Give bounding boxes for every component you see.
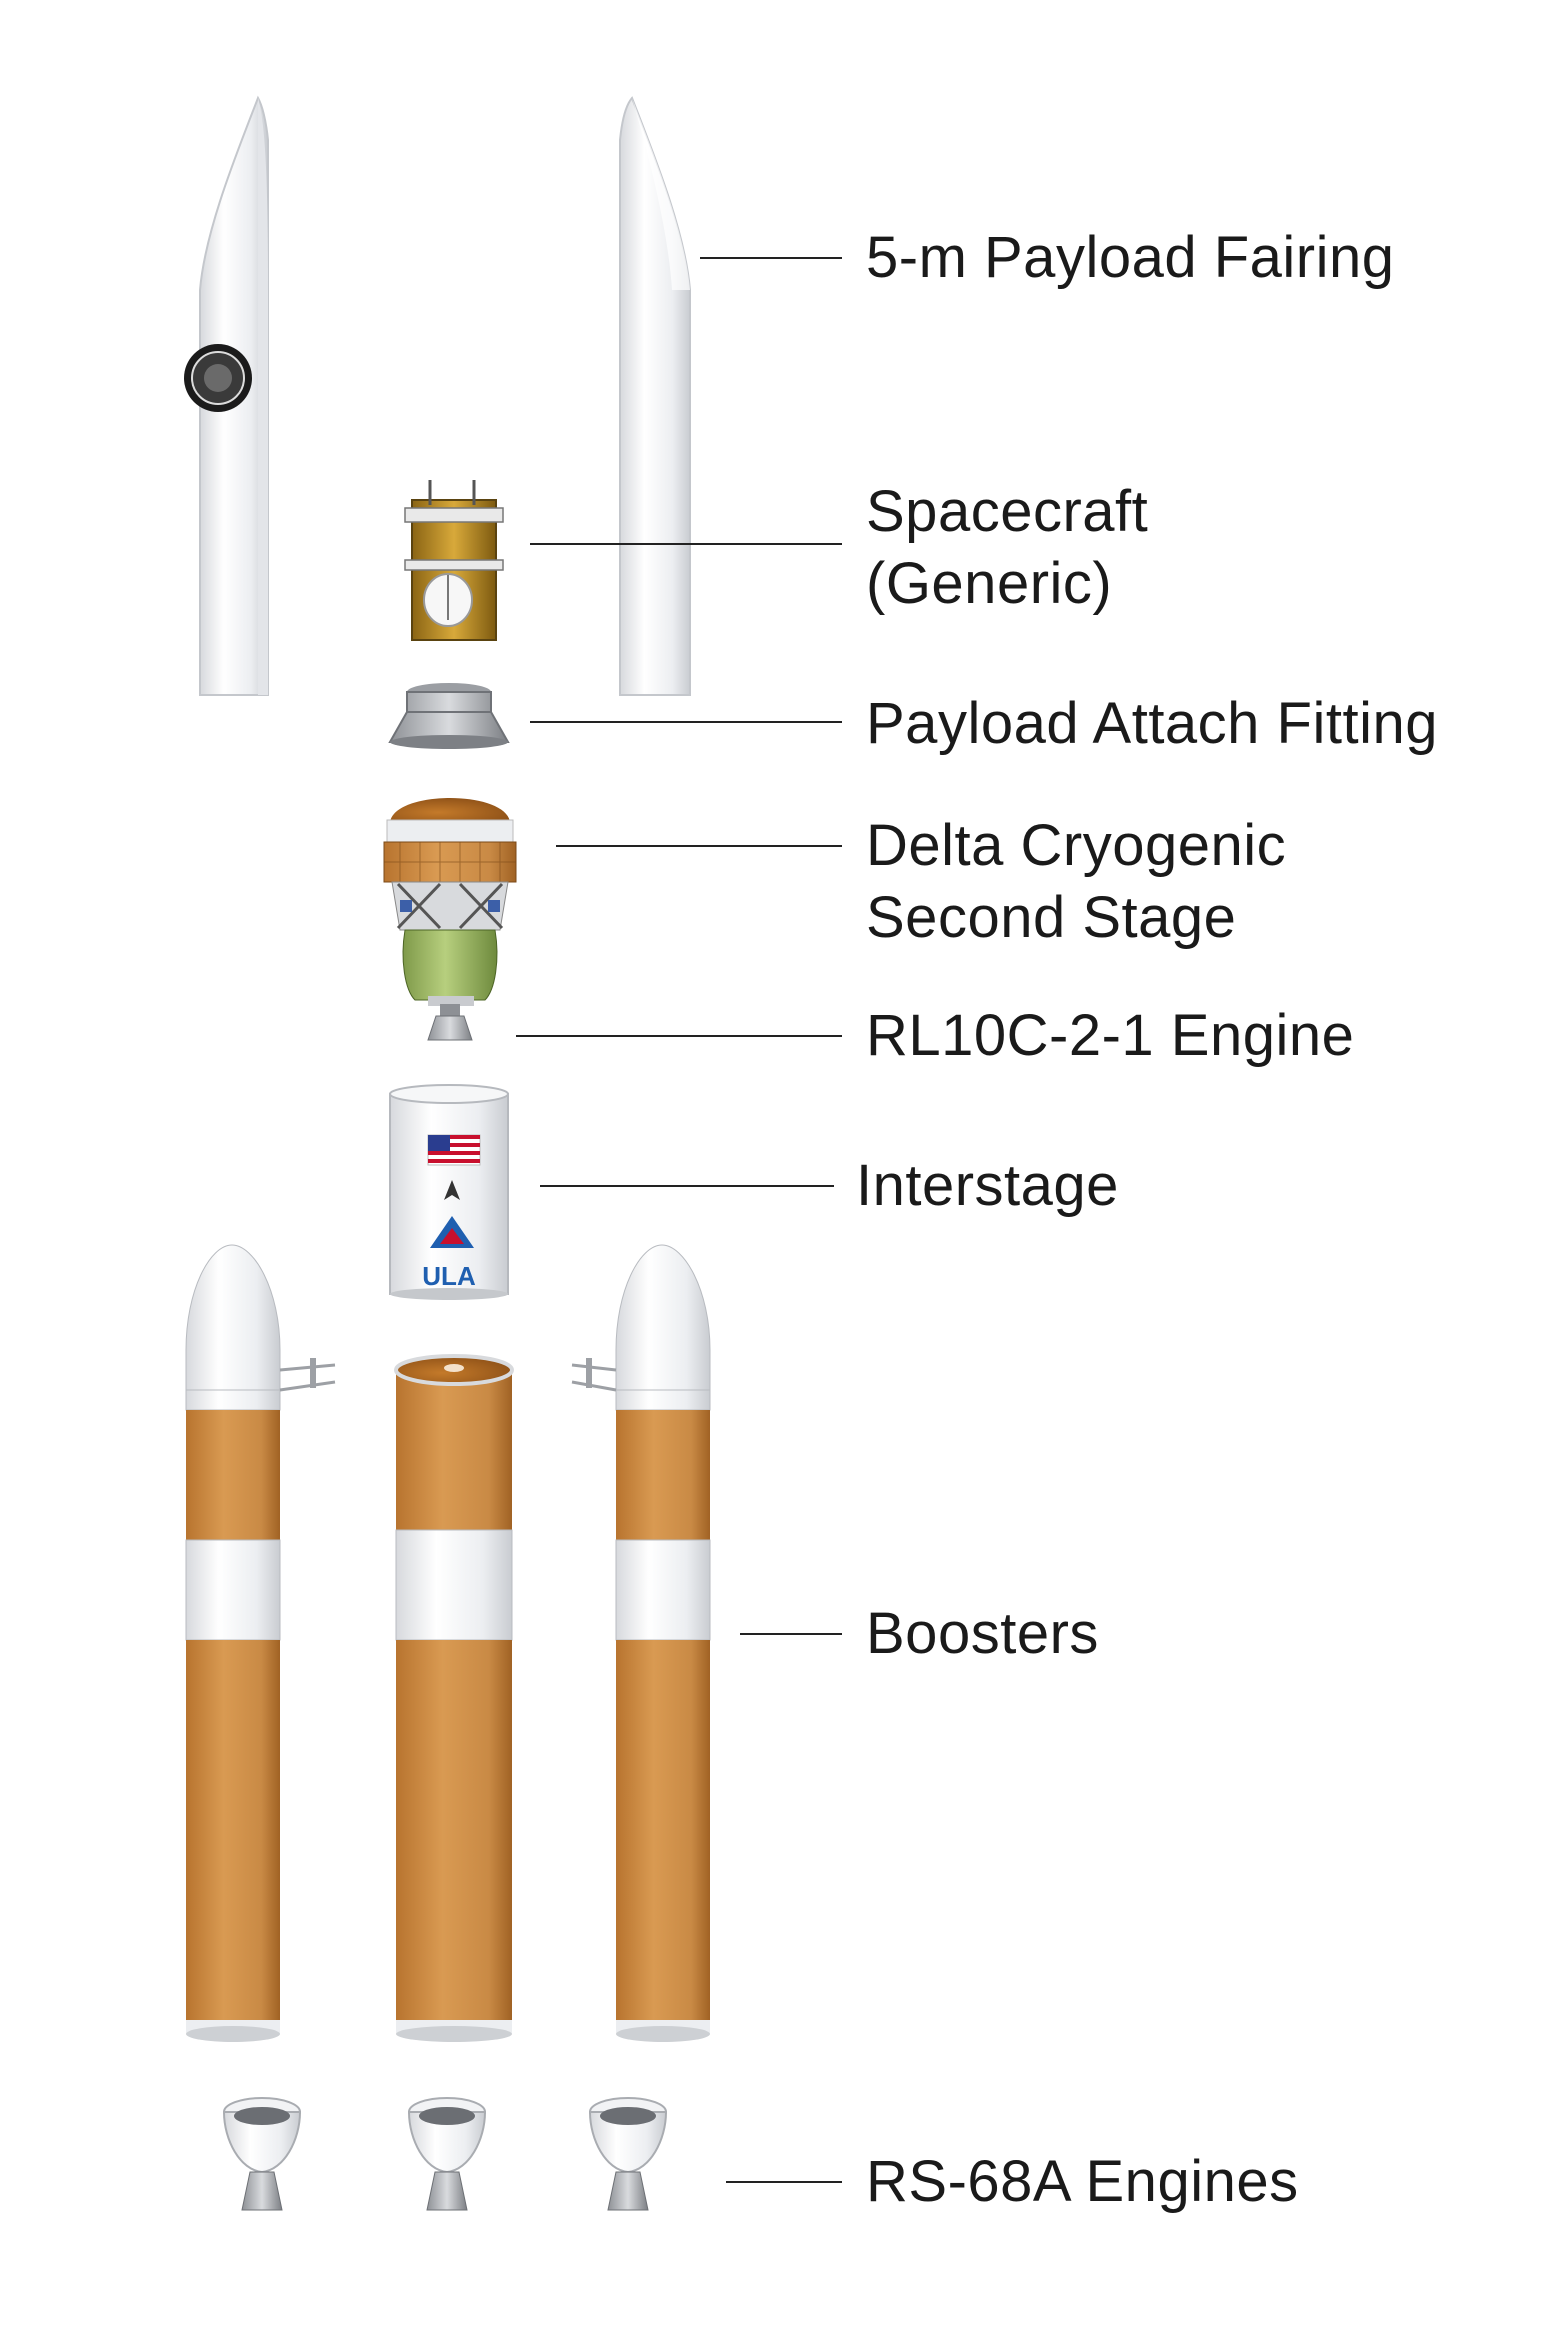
fairing-left-half: [184, 95, 269, 696]
label-second-stage: Delta Cryogenic Second Stage: [866, 810, 1286, 954]
ula-triangle-logo: [430, 1216, 474, 1248]
spacecraft: [404, 480, 504, 641]
label-rs68a-engines: RS-68A Engines: [866, 2149, 1299, 2214]
label-second-stage-line1: Delta Cryogenic: [866, 813, 1287, 878]
label-second-stage-line2: Second Stage: [866, 885, 1237, 950]
payload-attach-fitting: [388, 683, 510, 749]
rs68a-engine-right: [588, 2097, 668, 2211]
second-stage: [383, 798, 517, 1006]
booster-core: [394, 1354, 514, 2042]
rs68a-engine-left: [222, 2097, 302, 2211]
label-spacecraft-line1: Spacecraft: [866, 479, 1149, 544]
label-boosters: Boosters: [866, 1601, 1099, 1666]
mission-patch: [184, 344, 252, 412]
booster-left: [185, 1244, 336, 2042]
leader-lines: [516, 257, 842, 2183]
label-rl10-engine: RL10C-2-1 Engine: [866, 1003, 1355, 1068]
interstage: ULA: [389, 1084, 509, 1300]
label-spacecraft-line2: (Generic): [866, 551, 1113, 616]
us-flag-icon: [427, 1134, 481, 1166]
booster-right: [571, 1244, 711, 2042]
label-spacecraft: Spacecraft (Generic): [866, 476, 1148, 620]
ula-wordmark: ULA: [422, 1261, 476, 1291]
space-force-delta-icon: [444, 1180, 460, 1200]
label-payload-attach-fitting: Payload Attach Fitting: [866, 691, 1438, 756]
label-interstage: Interstage: [856, 1153, 1119, 1218]
label-payload-fairing: 5-m Payload Fairing: [866, 225, 1395, 290]
rl10-engine: [427, 1004, 473, 1041]
fairing-right-half: [619, 96, 691, 696]
rs68a-engine-center: [407, 2097, 487, 2211]
